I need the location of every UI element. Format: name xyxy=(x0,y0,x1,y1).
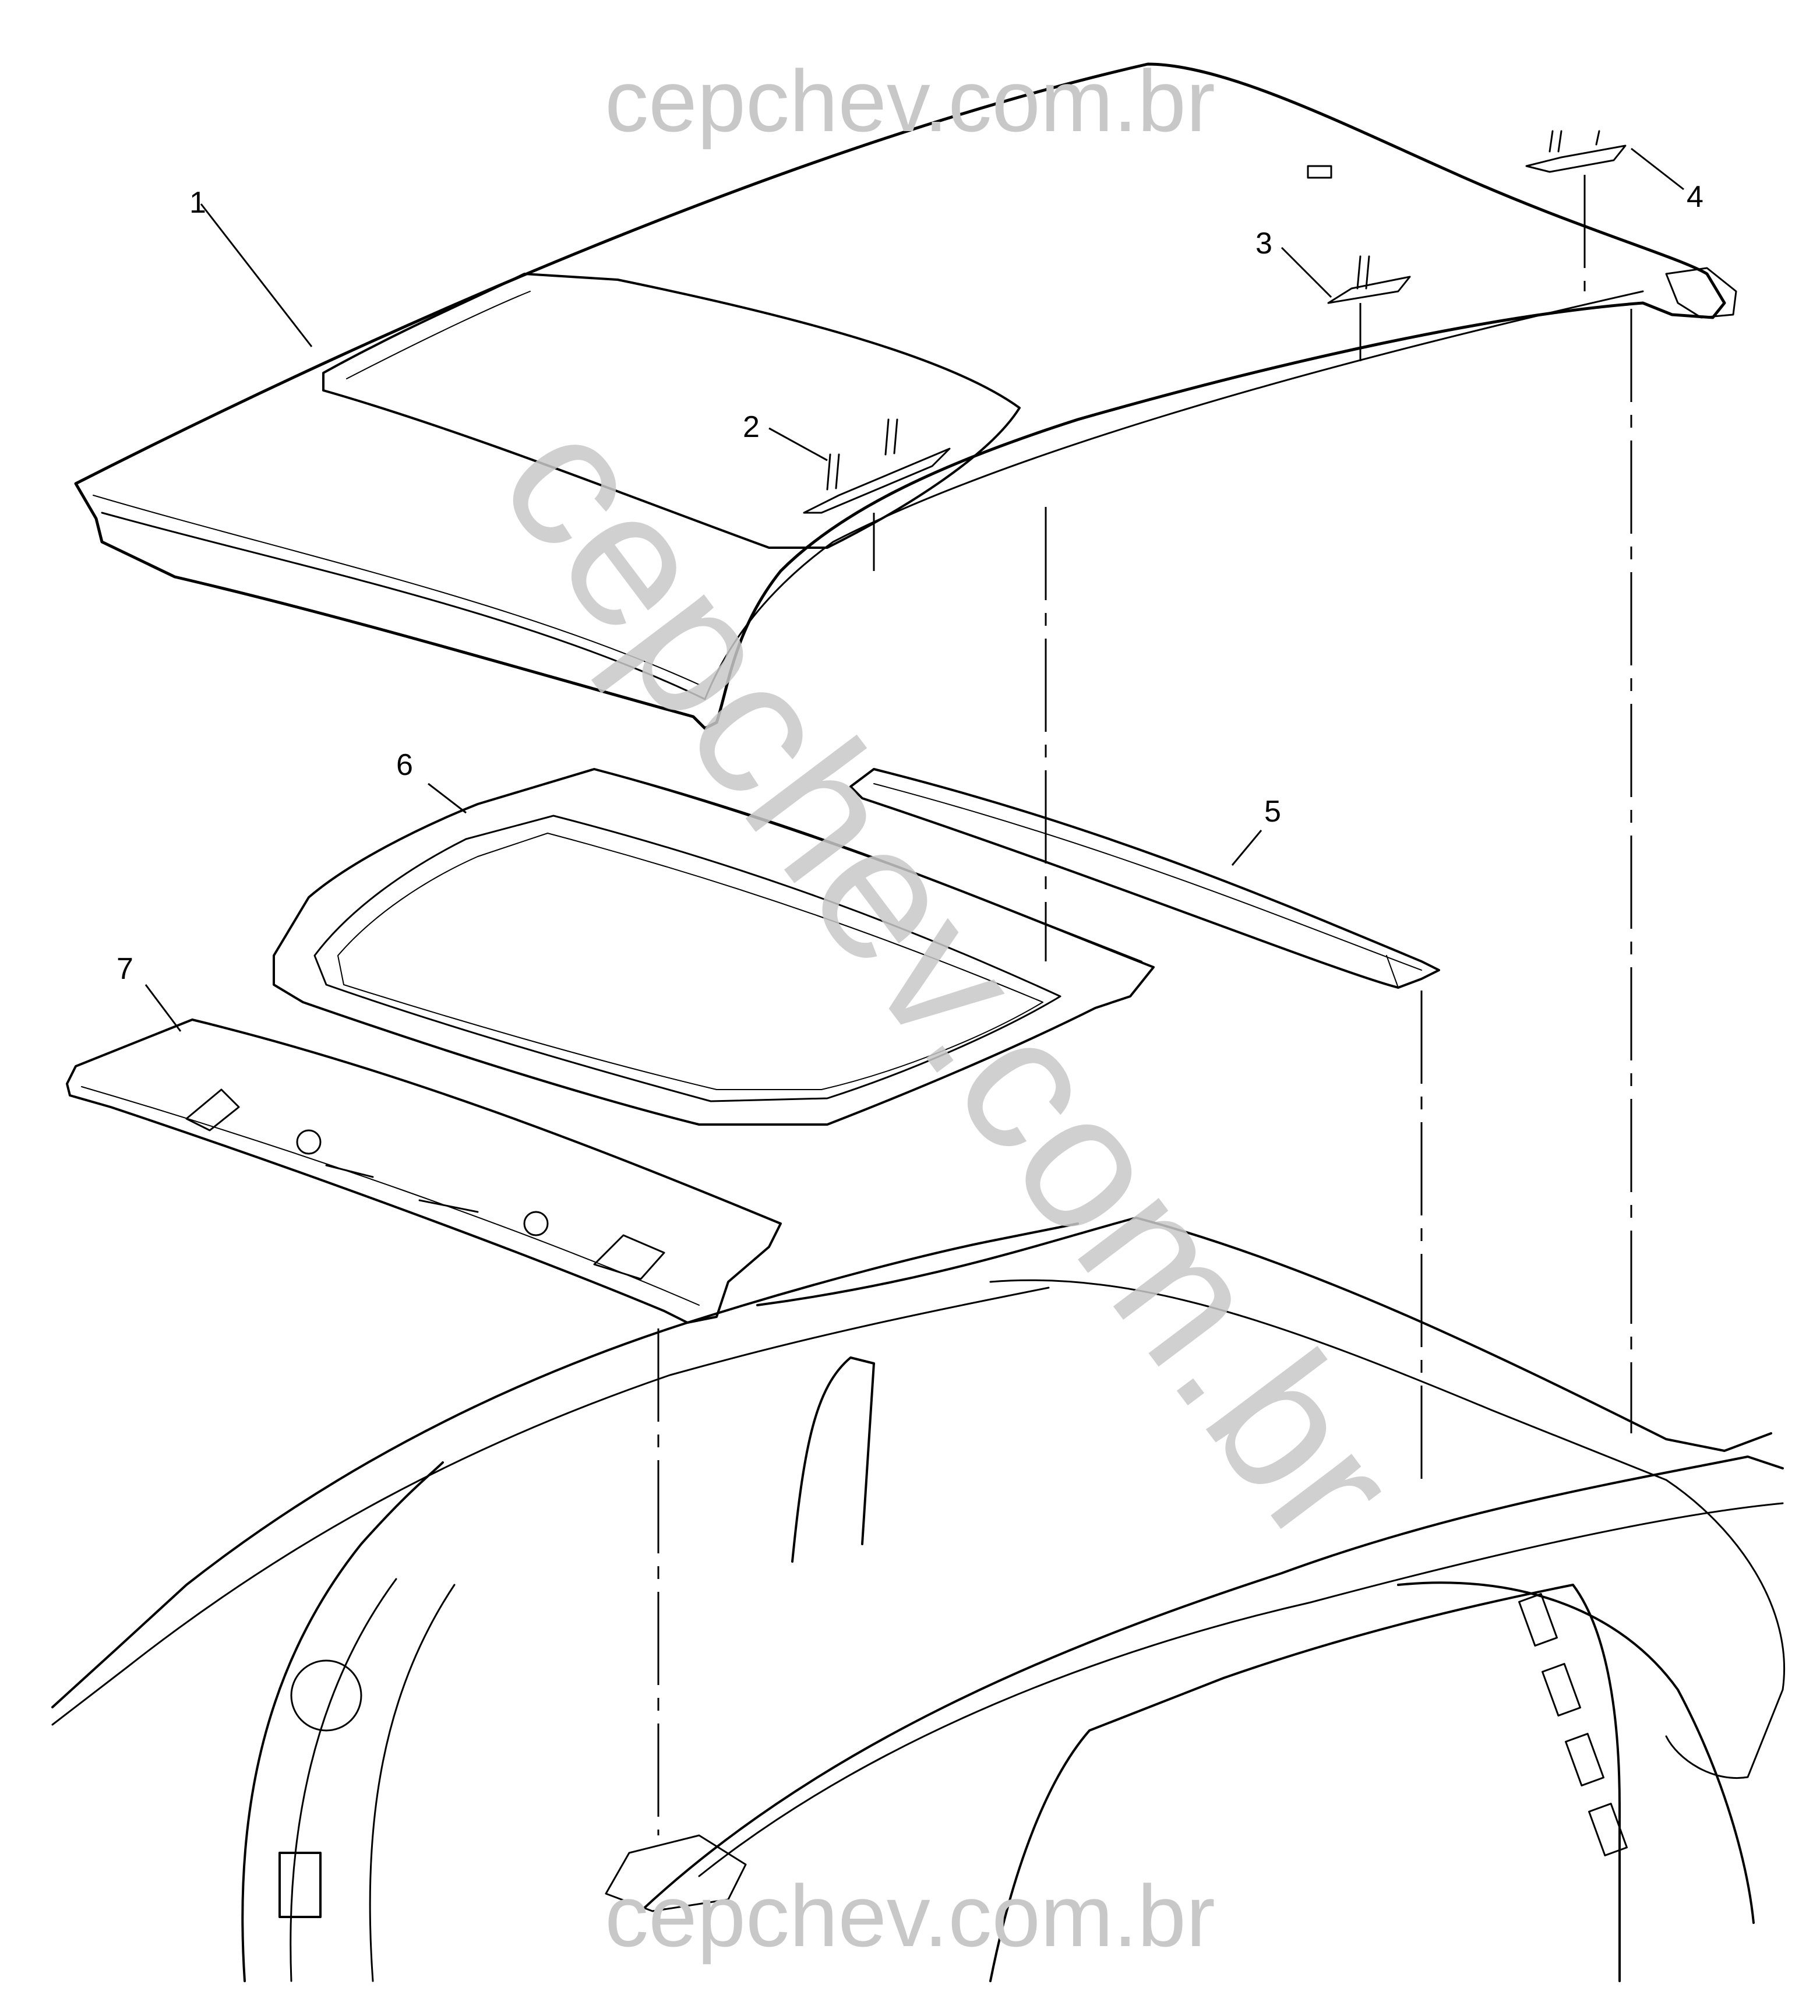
body-side-frame xyxy=(51,1217,1786,1982)
watermark-top: cepchev.com.br xyxy=(605,52,1215,150)
watermark-diagonal: cepchev.com.br xyxy=(460,379,1441,1581)
front-header-panel xyxy=(66,1018,782,1324)
leader-lines xyxy=(144,147,1684,1032)
watermark-bottom: cepchev.com.br xyxy=(605,1867,1215,1965)
callout-4: 4 xyxy=(1687,180,1703,214)
callout-6: 6 xyxy=(396,748,413,782)
callout-7: 7 xyxy=(117,952,133,986)
callout-5: 5 xyxy=(1264,795,1281,829)
leader-7 xyxy=(144,984,182,1032)
roof-panel xyxy=(74,62,1737,730)
leader-4 xyxy=(1631,147,1684,191)
callout-labels: 1 2 3 4 5 6 7 xyxy=(117,180,1703,986)
roof-bow-rear xyxy=(849,768,1440,989)
leader-3 xyxy=(1281,246,1332,298)
leader-5 xyxy=(1231,830,1262,866)
watermarks: cepchev.com.br cepchev.com.br cepchev.co… xyxy=(460,52,1441,1965)
callout-3: 3 xyxy=(1255,227,1272,260)
leader-2 xyxy=(768,427,828,461)
leader-6 xyxy=(428,783,467,814)
callout-1: 1 xyxy=(189,186,206,220)
callout-2: 2 xyxy=(743,410,760,444)
leader-1 xyxy=(200,203,313,347)
assembly-lines xyxy=(657,175,1632,1835)
